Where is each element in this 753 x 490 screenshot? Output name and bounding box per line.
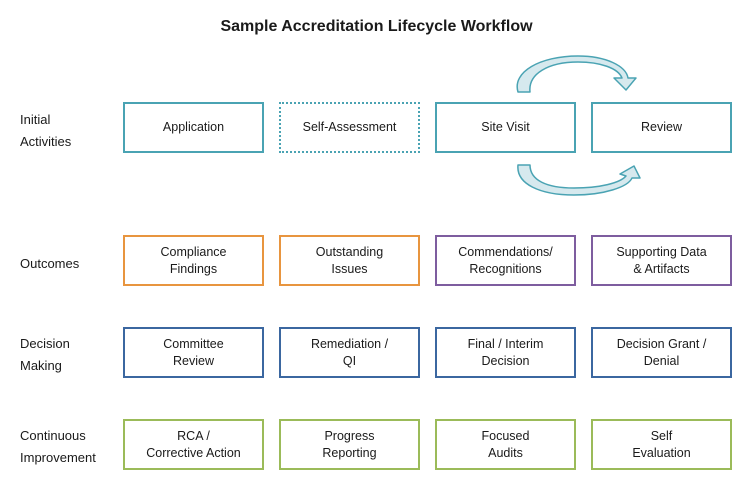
box-review: Review (591, 102, 732, 153)
box-rca-corrective-action: RCA / Corrective Action (123, 419, 264, 470)
row-label-continuous-improvement: Continuous Improvement (20, 428, 96, 465)
box-outstanding-issues: Outstanding Issues (279, 235, 420, 286)
row-label-initial-activities: Initial Activities (20, 112, 72, 149)
box-self-evaluation: Self Evaluation (591, 419, 732, 470)
box-focused-audits: Focused Audits (435, 419, 576, 470)
diagram-title: Sample Accreditation Lifecycle Workflow (220, 18, 533, 35)
box-final-interim-decision: Final / Interim Decision (435, 327, 576, 378)
box-supporting-data-artifacts: Supporting Data & Artifacts (591, 235, 732, 286)
box-application: Application (123, 102, 264, 153)
box-decision-grant-denial: Decision Grant / Denial (591, 327, 732, 378)
row-label-outcomes: Outcomes (20, 256, 80, 271)
bottom-cycle-arrow-icon (517, 164, 641, 196)
box-compliance-findings: Compliance Findings (123, 235, 264, 286)
top-cycle-arrow-icon (516, 55, 637, 93)
box-self-assessment: Self-Assessment (279, 102, 420, 153)
box-site-visit: Site Visit (435, 102, 576, 153)
box-progress-reporting: Progress Reporting (279, 419, 420, 470)
row-label-decision-making: Decision Making (20, 336, 70, 373)
box-remediation-qi: Remediation / QI (279, 327, 420, 378)
box-commendations-recognitions: Commendations/ Recognitions (435, 235, 576, 286)
box-committee-review: Committee Review (123, 327, 264, 378)
